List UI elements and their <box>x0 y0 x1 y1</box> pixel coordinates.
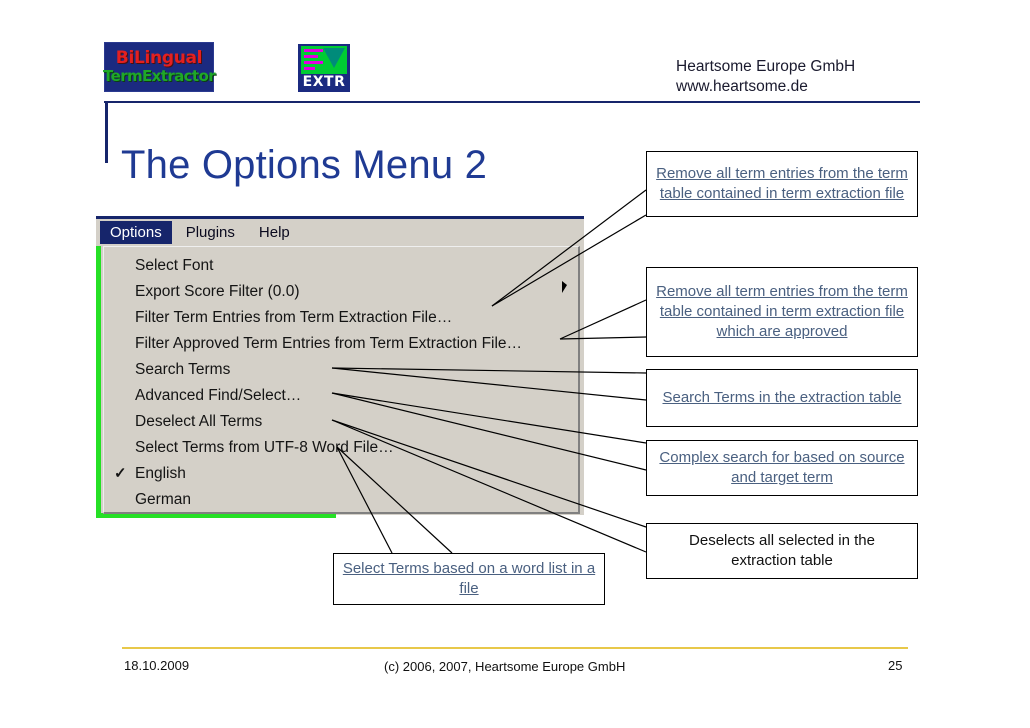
logo-line-termextractor: TermExtractor <box>102 67 216 85</box>
bilingual-termextractor-logo: BiLingual TermExtractor <box>102 42 216 92</box>
footer-page-number: 25 <box>888 658 903 673</box>
menu-item-label: English <box>135 465 186 482</box>
extr-logo-document-lines-icon <box>304 49 323 71</box>
checkmark-icon: ✓ <box>114 465 127 482</box>
menu-item-advanced-find-select[interactable]: Advanced Find/Select… <box>104 383 578 409</box>
footer-divider <box>122 647 908 649</box>
extr-logo: EXTR <box>298 44 350 92</box>
callout-remove-approved-term-entries: Remove all term entries from the term ta… <box>646 267 918 357</box>
menu-item-german[interactable]: German <box>104 487 578 513</box>
page-title: The Options Menu 2 <box>121 142 488 187</box>
menu-item-select-font[interactable]: Select Font <box>104 253 578 279</box>
menubar-item-plugins[interactable]: Plugins <box>185 224 235 241</box>
menu-item-label: Filter Term Entries from Term Extraction… <box>135 309 453 326</box>
callout-search-terms: Search Terms in the extraction table <box>646 369 918 427</box>
menu-item-label: Search Terms <box>135 361 231 378</box>
extr-logo-label: EXTR <box>302 74 346 90</box>
menu-item-filter-term-entries-from-term-extraction-file[interactable]: Filter Term Entries from Term Extraction… <box>104 305 578 331</box>
menubar-item-help[interactable]: Help <box>258 224 290 241</box>
menu-item-label: Export Score Filter (0.0) <box>135 283 300 300</box>
callout-deselect-all: Deselects all selected in the extraction… <box>646 523 918 579</box>
menu-bar: Options Plugins Help <box>96 219 584 246</box>
mouse-cursor-pointer <box>562 281 567 293</box>
menubar-item-options[interactable]: Options <box>100 221 172 244</box>
menu-item-filter-approved-term-entries-from-term-extraction-file[interactable]: Filter Approved Term Entries from Term E… <box>104 331 578 357</box>
menu-item-label: Advanced Find/Select… <box>135 387 302 404</box>
callout-complex-search: Complex search for based on source and t… <box>646 440 918 496</box>
menu-item-english[interactable]: ✓ English <box>104 461 578 487</box>
menu-item-export-score-filter-0-0[interactable]: Export Score Filter (0.0) <box>104 279 578 305</box>
menu-item-label: German <box>135 491 191 508</box>
menu-item-label: Filter Approved Term Entries from Term E… <box>135 335 523 352</box>
menu-item-label: Select Font <box>135 257 214 274</box>
menu-item-select-terms-from-utf-8-word-file[interactable]: Select Terms from UTF-8 Word File… <box>104 435 578 461</box>
extr-logo-triangle-icon <box>323 48 345 68</box>
menu-item-label: Deselect All Terms <box>135 413 263 430</box>
callout-remove-all-term-entries: Remove all term entries from the term ta… <box>646 151 918 217</box>
logo-line-bilingual: BiLingual <box>115 48 203 68</box>
title-accent-bar <box>105 103 108 163</box>
header-divider <box>104 101 920 103</box>
window-titlebar-edge <box>96 216 584 219</box>
menu-item-deselect-all-terms[interactable]: Deselect All Terms <box>104 409 578 435</box>
company-name: Heartsome Europe GmbH <box>676 58 856 75</box>
footer-date: 18.10.2009 <box>124 658 190 673</box>
window-left-green-edge <box>96 246 101 518</box>
window-bottom-green-edge <box>96 513 336 518</box>
company-url: www.heartsome.de <box>676 78 808 95</box>
menu-item-label: Select Terms from UTF-8 Word File… <box>135 439 394 456</box>
footer-copyright: (c) 2006, 2007, Heartsome Europe GmbH <box>384 659 626 674</box>
menu-item-search-terms[interactable]: Search Terms <box>104 357 578 383</box>
callout-select-terms-word-list: Select Terms based on a word list in a f… <box>333 553 605 605</box>
